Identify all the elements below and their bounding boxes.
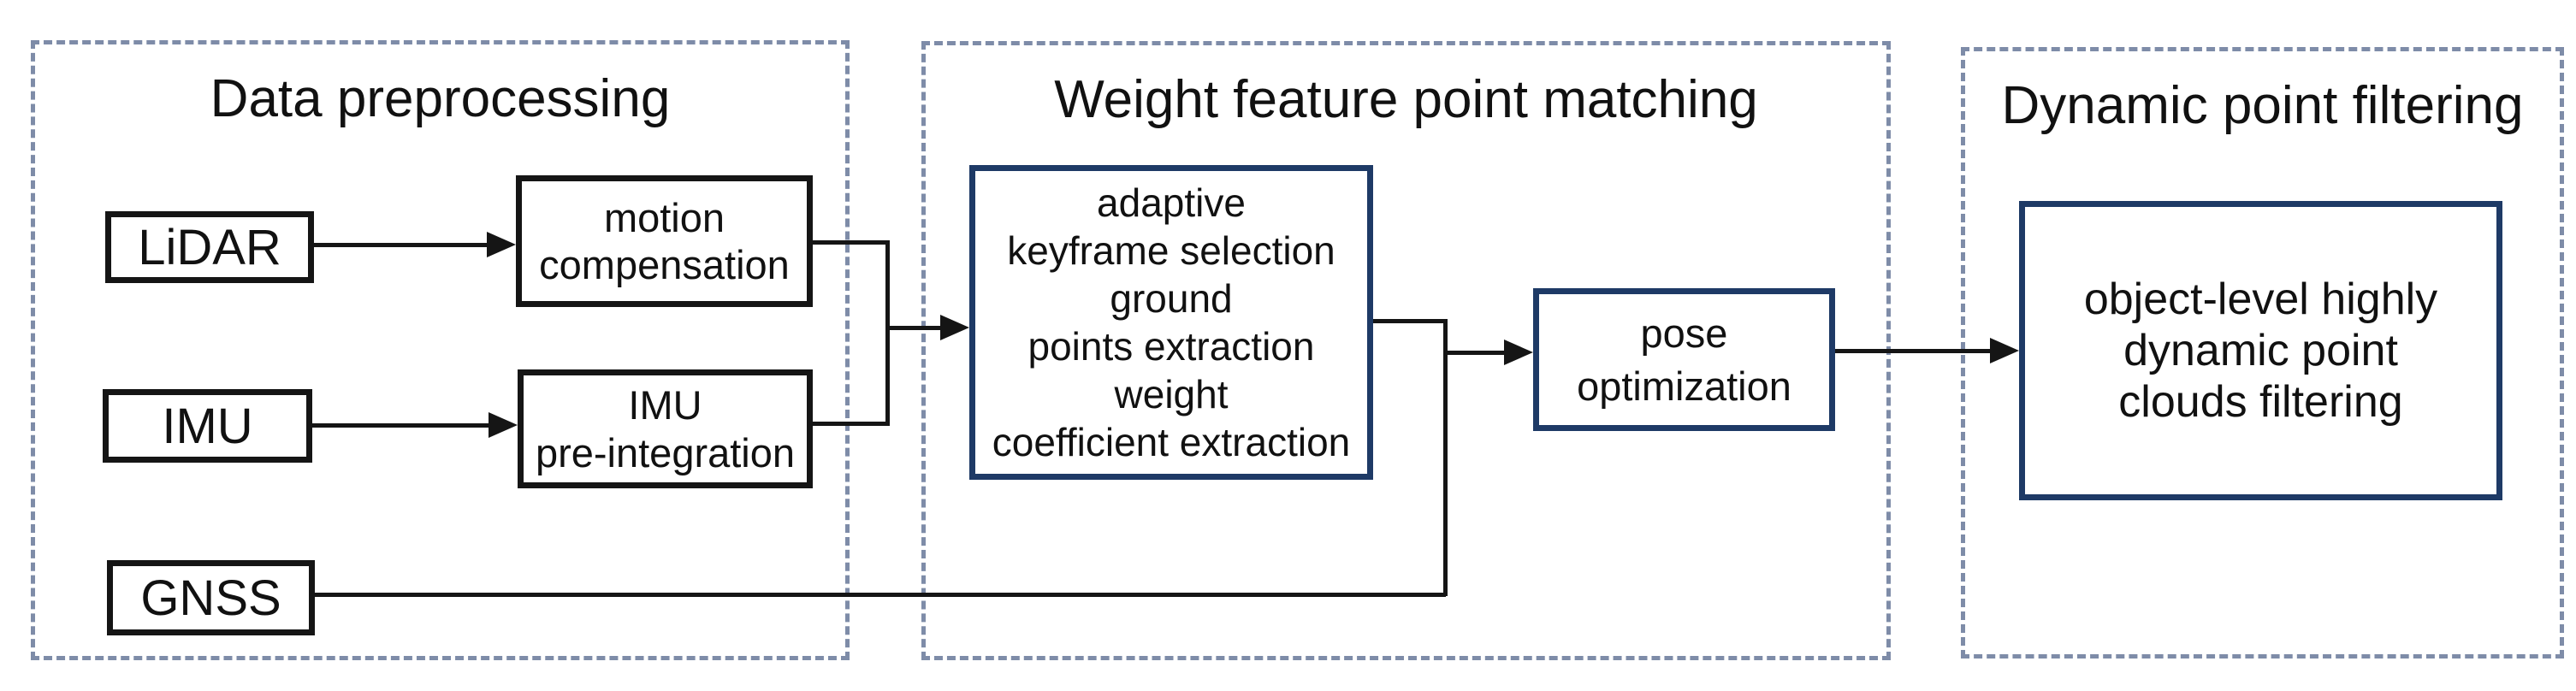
node-imu: IMU: [103, 389, 312, 463]
arrowhead-bus-to-pose-optimization: [1504, 340, 1533, 365]
node-gnss: GNSS: [107, 560, 315, 635]
node-imu-preintegration: IMU pre-integration: [518, 369, 813, 488]
connector-merge-bracket: [885, 240, 890, 426]
node-dynamic-point-clouds-filtering: object-level highly dynamic point clouds…: [2019, 201, 2502, 500]
arrowhead-lidar-to-motion-compensation: [487, 232, 516, 257]
connector-weight-matching-out: [1373, 319, 1447, 323]
node-motion-compensation: motion compensation: [516, 175, 813, 307]
section-title-dynamic-point-filtering: Dynamic point filtering: [2001, 76, 2524, 135]
node-lidar: LiDAR: [105, 211, 314, 283]
connector-lidar-to-motion-compensation: [314, 243, 487, 247]
section-data-preprocessing: Data preprocessing: [31, 40, 850, 660]
connector-merge-to-weight-matching: [887, 326, 942, 330]
arrowhead-imu-to-imu-preintegration: [489, 412, 518, 438]
node-weight-feature-matching: adaptive keyframe selection ground point…: [969, 165, 1373, 480]
connector-motion-compensation-out: [813, 240, 889, 245]
connector-pose-optimization-to-dynamic-filtering: [1835, 349, 1992, 353]
arrowhead-pose-optimization-to-dynamic-filtering: [1990, 338, 2019, 363]
connector-imu-to-imu-preintegration: [312, 423, 489, 428]
section-title-weight-feature-point-matching: Weight feature point matching: [1054, 70, 1758, 129]
section-weight-feature-point-matching: Weight feature point matching: [921, 41, 1891, 660]
connector-gnss-to-bus: [315, 593, 1446, 597]
connector-bus-vertical: [1443, 319, 1448, 596]
connector-imu-preintegration-out: [813, 422, 889, 426]
arrowhead-merge-to-weight-matching: [940, 315, 969, 340]
node-pose-optimization: pose optimization: [1533, 288, 1835, 431]
connector-bus-to-pose-optimization: [1445, 351, 1506, 355]
section-title-data-preprocessing: Data preprocessing: [210, 69, 671, 128]
